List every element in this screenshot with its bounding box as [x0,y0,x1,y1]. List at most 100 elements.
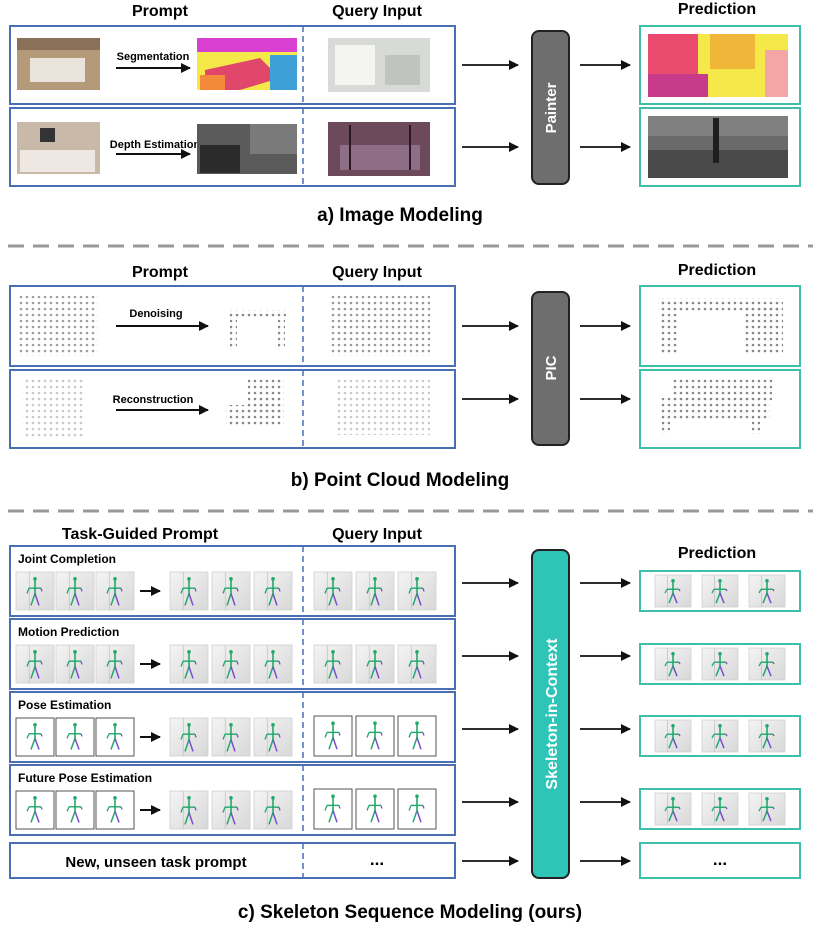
query-input-header: Query Input [332,3,422,20]
prediction-header: Prediction [678,262,756,279]
skeleton-in-context-model-block [531,549,570,879]
predicted-segmentation [648,34,788,97]
section-caption: c) Skeleton Sequence Modeling (ours) [238,902,582,923]
skeleton-pose [66,650,83,679]
skeleton-pose [26,650,43,679]
pic-model-block [531,291,570,446]
new-prediction-panel [639,842,801,879]
skeleton-pose [408,650,425,679]
skeleton-pose [664,578,681,604]
skeleton-pose [324,721,341,750]
noisy-table-points [18,296,98,356]
query-input-cube [355,644,395,684]
prompt-input-frame [15,717,55,757]
skeleton-pose [366,794,383,823]
predicted-depth [648,116,788,178]
prompt-output-cube [211,571,251,611]
model-label: Painter [543,82,560,133]
skeleton-pose [758,723,775,749]
prompt-header: Prompt [132,264,189,281]
painter-model-block [531,30,570,185]
skeleton-pose [264,796,281,825]
task-label: Future Pose Estimation [18,771,152,785]
prediction-header: Prediction [678,545,756,562]
section-skeleton-sequence-modeling: Task-Guided Prompt Query Input Predictio… [9,526,801,923]
skeleton-pose [180,796,197,825]
task-row: Future Pose Estimation [9,764,801,836]
prediction-header: Prediction [678,1,756,18]
section-caption: a) Image Modeling [317,205,483,226]
skeleton-pose [758,651,775,677]
query-input-frame [313,788,353,830]
new-prediction-ellipsis: ... [713,850,727,869]
prompt-input-cube [95,644,135,684]
new-task-label: New, unseen task prompt [65,854,246,871]
skeleton-pose [66,796,83,823]
prediction-cube [748,792,786,826]
task-label: Pose Estimation [18,698,111,712]
skeleton-pose [222,796,239,825]
skeleton-pose [758,578,775,604]
skeleton-pose [222,650,239,679]
task-label: Segmentation [117,51,190,63]
model-label: Skeleton-in-Context [544,638,561,790]
query-input-frame [397,788,437,830]
prompt-output-cube [253,717,293,757]
prompt-output-cube [253,571,293,611]
prompt-input-cube [15,571,55,611]
skeleton-pose [222,577,239,606]
skeleton-pose [324,794,341,823]
prompt-input-frame [95,717,135,757]
query-input-frame [397,715,437,757]
task-label: Motion Prediction [18,625,119,639]
query-sparse-points [335,380,430,435]
skeleton-pose [222,723,239,752]
prediction-cube [748,647,786,681]
query-input-header: Query Input [332,526,422,543]
skeleton-pose [711,796,728,822]
prediction-cube [701,574,739,608]
prompt-output-cube [169,644,209,684]
task-row: Pose Estimation [9,691,801,763]
query-input-cube [313,644,353,684]
task-label: Joint Completion [18,552,116,566]
prediction-cube [701,792,739,826]
task-label: Depth Estimation [110,139,201,151]
skeleton-pose [180,577,197,606]
skeleton-pose [106,723,123,750]
prompt-output-cube [253,790,293,830]
skeleton-pose [66,723,83,750]
prediction-cube [654,719,692,753]
skeleton-pose [264,723,281,752]
section-image-modeling: Prompt Query Input Prediction Segmentati… [9,1,801,226]
clean-table-points [228,310,286,350]
skeleton-pose [408,794,425,823]
skeleton-pose [26,577,43,606]
query-noisy-points [330,296,430,356]
skeleton-pose [664,723,681,749]
new-query-ellipsis: ... [370,850,384,869]
prediction-cube [654,574,692,608]
prompt-input-frame [55,717,95,757]
query-input-cube [313,571,353,611]
task-row: Motion Prediction [9,618,801,690]
prediction-cube [654,792,692,826]
query-input-frame [355,715,395,757]
skeleton-pose [711,651,728,677]
skeleton-pose [711,723,728,749]
skeleton-pose [180,650,197,679]
query-input-header: Query Input [332,264,422,281]
task-label: Denoising [129,308,182,320]
skeleton-pose [264,577,281,606]
prompt-input-frame [15,790,55,830]
prompt-input-cube [15,644,55,684]
task-row: Joint Completion [9,545,801,617]
prompt-input-frame [55,790,95,830]
prediction-cube [748,719,786,753]
section-caption: b) Point Cloud Modeling [291,470,509,491]
query-input-frame [355,788,395,830]
prediction-cube [701,647,739,681]
model-label: PIC [543,355,560,380]
prompt-header: Task-Guided Prompt [62,526,219,543]
skeleton-pose [408,721,425,750]
